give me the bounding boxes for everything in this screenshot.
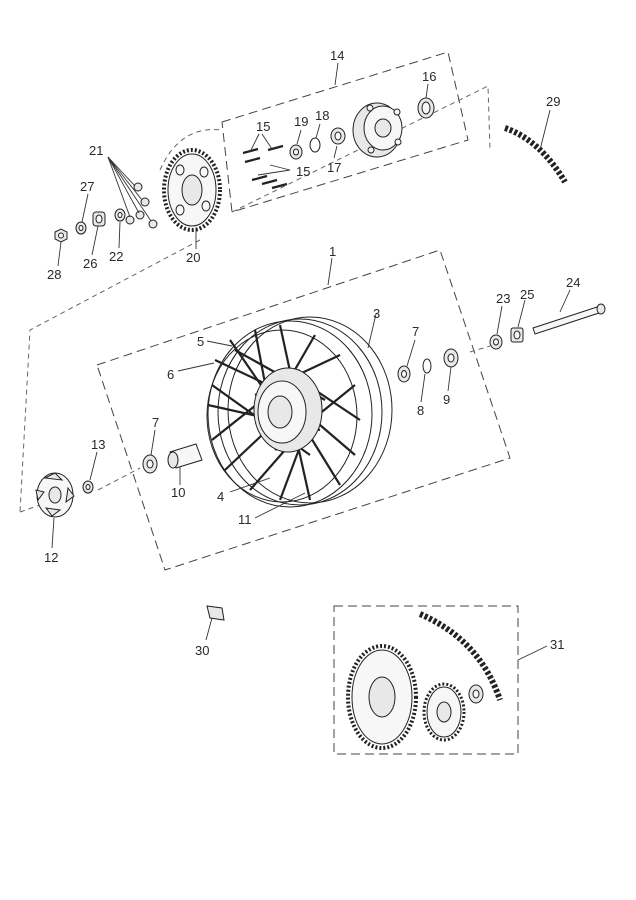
callout-22: 22: [109, 249, 123, 264]
wheel-axis-dashed-line: [19, 345, 491, 513]
spacer-9: [443, 348, 459, 368]
callout-23: 23: [496, 291, 510, 306]
callout-10: 10: [171, 485, 185, 500]
callout-3: 3: [373, 306, 380, 321]
callout-labels: 14 16 29 19 18 15 21 17 15 27 22 20 26 2…: [44, 48, 580, 658]
bearing-16: [417, 97, 435, 119]
hub-axis-dashed-line: [19, 85, 491, 513]
callout-5: 5: [197, 334, 204, 349]
callout-27: 27: [80, 179, 94, 194]
bearing-17: [330, 127, 346, 145]
studs-15: [242, 144, 288, 190]
callout-21: 21: [89, 143, 103, 158]
circlip-8: [422, 358, 432, 374]
spacer-26: [92, 211, 106, 227]
callout-17: 17: [327, 160, 341, 175]
callout-8: 8: [417, 403, 424, 418]
callout-16: 16: [422, 69, 436, 84]
spacer-13: [82, 480, 94, 494]
chain-section-29: [503, 125, 568, 184]
callout-7-left: 7: [152, 415, 159, 430]
callout-26: 26: [83, 256, 97, 271]
nut-28: [54, 228, 68, 243]
cush-drive-rubbers-12: [35, 472, 75, 518]
callout-20: 20: [186, 250, 200, 265]
callout-15-bottom: 15: [296, 164, 310, 179]
callout-30: 30: [195, 643, 209, 658]
sprocket-nuts-21: [125, 182, 158, 229]
group-1-outline: [96, 249, 511, 571]
callout-12: 12: [44, 550, 58, 565]
callout-19: 19: [294, 114, 308, 129]
leader-lines: [51, 62, 571, 661]
group-14-outline: [221, 51, 469, 213]
spacer-23: [489, 334, 503, 350]
callout-9: 9: [443, 392, 450, 407]
sprocket-carrier-hub: [352, 102, 403, 158]
chain-clip-30: [206, 605, 225, 621]
washer-22: [114, 208, 126, 222]
adjuster-25: [510, 327, 524, 343]
sprocket-guide-dashed-arc: [159, 129, 223, 171]
callout-13: 13: [91, 437, 105, 452]
group-31-outline: [333, 605, 519, 755]
callout-29: 29: [546, 94, 560, 109]
callout-18: 18: [315, 108, 329, 123]
callout-7-right: 7: [412, 324, 419, 339]
callout-4: 4: [217, 489, 224, 504]
circlip-18: [309, 137, 321, 153]
rear-wheel-assembly: [206, 316, 393, 508]
callout-14: 14: [330, 48, 344, 63]
bearing-7-right: [397, 365, 411, 383]
callout-31: 31: [550, 637, 564, 652]
spindle-24: [532, 303, 606, 335]
callout-24: 24: [566, 275, 580, 290]
rear-sprocket-20: [162, 148, 222, 232]
bearing-7-left: [142, 454, 158, 474]
callout-25: 25: [520, 287, 534, 302]
callout-28: 28: [47, 267, 61, 282]
washer-27: [75, 221, 87, 235]
callout-11: 11: [238, 512, 252, 527]
drive-chain-kit-31: [346, 611, 503, 750]
callout-6: 6: [167, 367, 174, 382]
spacer-19: [289, 144, 303, 160]
callout-15-top: 15: [256, 119, 270, 134]
callout-1: 1: [329, 244, 336, 259]
spacer-tube-10: [167, 443, 203, 469]
